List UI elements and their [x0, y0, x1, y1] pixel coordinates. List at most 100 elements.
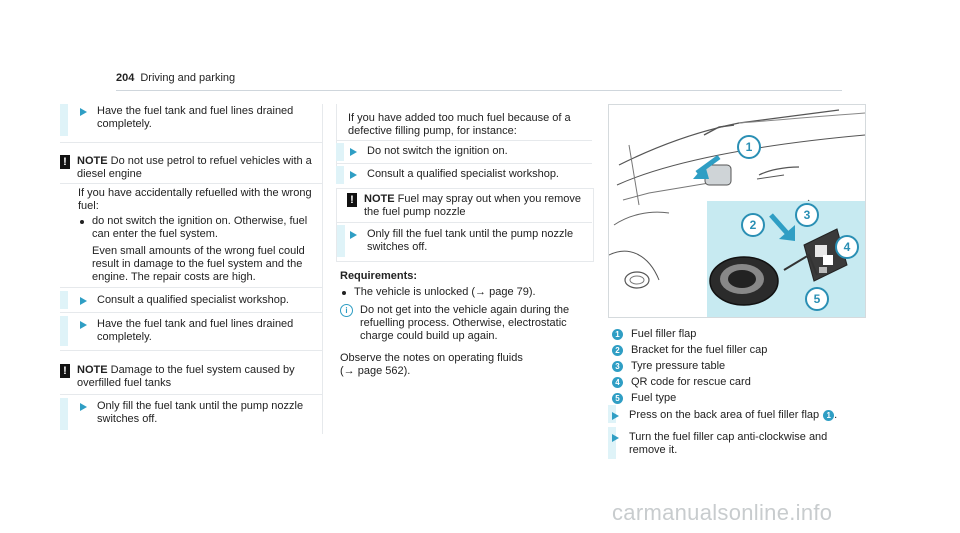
step-arrow-icon	[350, 171, 357, 179]
step-text: Have the fuel tank and fuel lines draine…	[97, 318, 294, 343]
legend-item: 5 Fuel type	[612, 392, 676, 405]
legend-text: Fuel type	[631, 392, 677, 404]
step-arrow-icon	[80, 108, 87, 116]
note-label: NOTE	[364, 193, 395, 205]
step-arrow-icon	[612, 412, 619, 420]
note-title: Fuel may spray out when you remove the f…	[364, 193, 582, 218]
note-wrong-fuel: ! NOTE Do not use petrol to refuel vehic…	[60, 155, 322, 185]
legend-text: Tyre pressure table	[631, 360, 726, 372]
note-overfilled: ! NOTE Damage to the fuel system caused …	[60, 364, 322, 394]
legend-text: Bracket for the fuel filler cap	[631, 344, 768, 356]
header-rule	[116, 90, 842, 91]
figure-fuel-filler: 1 2 3 4 5	[608, 104, 866, 318]
step-arrow-icon	[80, 297, 87, 305]
step-consult-2: Consult a qualified specialist workshop.	[350, 168, 590, 181]
watermark: carmanualsonline.info	[612, 500, 833, 525]
divider	[336, 163, 592, 164]
step-arrow-icon	[80, 403, 87, 411]
step-text: Consult a qualified specialist workshop.	[97, 294, 289, 306]
warning-icon: !	[60, 364, 70, 378]
step-arrow-icon	[350, 148, 357, 156]
divider	[336, 222, 592, 223]
info-icon: i	[340, 304, 353, 317]
step-text: Do not switch the ignition on.	[367, 145, 508, 157]
page-header: 204 Driving and parking	[116, 72, 235, 85]
step-arrow-icon	[350, 231, 357, 239]
step-drain-2: Have the fuel tank and fuel lines draine…	[80, 318, 320, 344]
cyan-bar	[60, 291, 68, 309]
divider	[60, 312, 322, 313]
divider	[60, 394, 322, 395]
cyan-bar	[60, 316, 68, 346]
note-intro: If you have accidentally refuelled with …	[78, 187, 312, 212]
info-note: i Do not get into the vehicle again duri…	[340, 304, 588, 343]
callout-3: 3	[795, 203, 819, 227]
callout-1: 1	[737, 135, 761, 159]
cyan-bar	[336, 166, 344, 184]
step-fill: Only fill the fuel tank until the pump n…	[80, 400, 320, 426]
cyan-bar	[608, 427, 616, 459]
step-text: Press on the back area of fuel filler fl…	[629, 409, 820, 421]
legend-item: 3 Tyre pressure table	[612, 360, 725, 373]
divider	[336, 140, 592, 141]
step-drain: Have the fuel tank and fuel lines draine…	[80, 105, 320, 131]
legend-item: 1 Fuel filler flap	[612, 328, 696, 341]
step-text: Turn the fuel filler cap anti-clockwise …	[629, 431, 828, 456]
note-label: NOTE	[77, 364, 108, 376]
warning-icon: !	[347, 193, 357, 207]
observe-text: Observe the notes on operating fluids (→…	[340, 352, 523, 377]
note-bullet: do not switch the ignition on. Otherwise…	[80, 215, 316, 241]
step-consult: Consult a qualified specialist workshop.	[80, 294, 320, 307]
bullet-text: do not switch the ignition on. Otherwise…	[92, 215, 308, 240]
page-number: 204	[116, 72, 135, 84]
step-text: Only fill the fuel tank until the pump n…	[367, 228, 574, 253]
bullet-icon	[80, 220, 84, 224]
step-arrow-icon	[612, 434, 619, 442]
callout-4: 4	[835, 235, 859, 259]
note-title: Damage to the fuel system caused by over…	[77, 364, 295, 389]
step-press-flap: Press on the back area of fuel filler fl…	[612, 409, 872, 422]
info-text: Do not get into the vehicle again during…	[360, 304, 570, 342]
note-spray: ! NOTE Fuel may spray out when you remov…	[347, 193, 587, 223]
column-border	[322, 104, 323, 434]
cyan-bar	[60, 398, 68, 430]
requirement-item: The vehicle is unlocked (→ page 79).	[342, 286, 582, 299]
legend-number: 3	[612, 361, 623, 372]
callout-2: 2	[741, 213, 765, 237]
requirements-heading: Requirements:	[340, 270, 418, 282]
legend-item: 4 QR code for rescue card	[612, 376, 751, 389]
legend-text: QR code for rescue card	[631, 376, 751, 388]
note-label: NOTE	[77, 155, 108, 167]
inline-number: 1	[823, 410, 835, 421]
note-box	[336, 188, 594, 262]
requirement-text: The vehicle is unlocked (→ page 79).	[354, 286, 536, 298]
legend-number: 5	[612, 393, 623, 404]
car-illustration	[609, 109, 865, 317]
callout-5: 5	[805, 287, 829, 311]
cyan-bar	[336, 143, 344, 161]
step-text: Consult a qualified specialist workshop.	[367, 168, 559, 180]
legend-number: 2	[612, 345, 623, 356]
step-ignition: Do not switch the ignition on.	[350, 145, 590, 158]
step-fill-2: Only fill the fuel tank until the pump n…	[350, 228, 588, 254]
legend-text: Fuel filler flap	[631, 328, 697, 340]
warning-icon: !	[60, 155, 70, 169]
divider	[60, 287, 322, 288]
note-paragraph: Even small amounts of the wrong fuel cou…	[92, 245, 305, 283]
divider	[60, 350, 322, 351]
step-text-end: .	[834, 409, 838, 421]
legend-item: 2 Bracket for the fuel filler cap	[612, 344, 767, 357]
section-title: Driving and parking	[140, 72, 236, 84]
legend-number: 1	[612, 329, 623, 340]
step-arrow-icon	[80, 321, 87, 329]
legend-number: 4	[612, 377, 623, 388]
step-text: Have the fuel tank and fuel lines draine…	[97, 105, 294, 130]
intro-text: If you have added too much fuel because …	[348, 112, 571, 137]
divider	[60, 142, 322, 143]
bullet-icon	[342, 291, 346, 295]
note-title: Do not use petrol to refuel vehicles wit…	[77, 155, 312, 180]
divider	[60, 183, 322, 184]
step-turn-cap: Turn the fuel filler cap anti-clockwise …	[612, 431, 852, 457]
step-text: Only fill the fuel tank until the pump n…	[97, 400, 304, 425]
cyan-bar	[60, 104, 68, 136]
